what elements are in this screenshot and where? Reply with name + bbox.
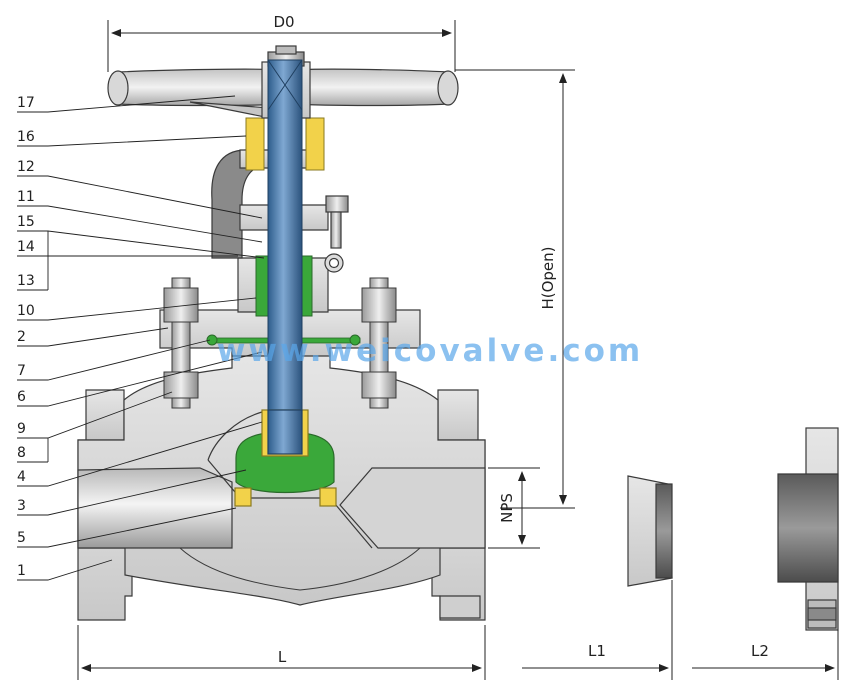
dim-h-open-label: H(Open) (539, 246, 557, 309)
leader-line-17 (17, 95, 236, 113)
part-callouts (17, 95, 265, 581)
part-label-17: 17 (17, 95, 35, 111)
part-label-11: 11 (17, 189, 35, 205)
part-label-4: 4 (17, 469, 26, 485)
part-label-12: 12 (17, 159, 35, 175)
leader-line-16 (17, 135, 247, 147)
bracket-14-13 (47, 231, 238, 290)
leader-line-2 (17, 327, 169, 347)
socket-weld-end-view (777, 427, 839, 631)
part-label-10: 10 (17, 303, 35, 319)
leader-line-5 (17, 507, 237, 548)
dim-l-label: L (278, 648, 287, 666)
dim-l2-label: L2 (751, 642, 769, 660)
part-label-2: 2 (17, 329, 26, 345)
part-label-9: 9 (17, 421, 26, 437)
part-label-14: 14 (17, 239, 35, 255)
dimension-lines (77, 20, 839, 680)
bonnet-bolts (163, 277, 397, 409)
part-label-13: 13 (17, 273, 35, 289)
leader-line-1 (17, 559, 113, 581)
part-label-15: 15 (17, 214, 35, 230)
leader-line-3 (17, 469, 247, 516)
part-label-7: 7 (17, 363, 26, 379)
disc (234, 409, 337, 507)
leader-line-12 (17, 175, 263, 219)
butt-weld-end-view (627, 475, 673, 587)
valve-body (77, 351, 486, 621)
part-callout-labels: 17 16 12 11 15 14 13 10 2 7 6 9 8 4 3 5 1 (17, 95, 35, 579)
part-label-8: 8 (17, 445, 26, 461)
dim-l1-label: L1 (588, 642, 606, 660)
part-label-1: 1 (17, 563, 26, 579)
leader-line-4 (17, 421, 263, 487)
stem-bushing (245, 117, 325, 171)
leader-line-11 (17, 205, 263, 243)
stem (267, 59, 303, 451)
leader-line-6 (17, 351, 263, 407)
watermark: www.weicovalve.com (217, 333, 643, 369)
part-label-16: 16 (17, 129, 35, 145)
part-label-5: 5 (17, 530, 26, 546)
part-label-6: 6 (17, 389, 26, 405)
leader-line-7 (17, 339, 211, 381)
dim-d0-label: D0 (273, 13, 294, 31)
dim-nps-label: NPS (498, 493, 516, 523)
part-label-3: 3 (17, 498, 26, 514)
leader-line-10 (17, 297, 257, 321)
